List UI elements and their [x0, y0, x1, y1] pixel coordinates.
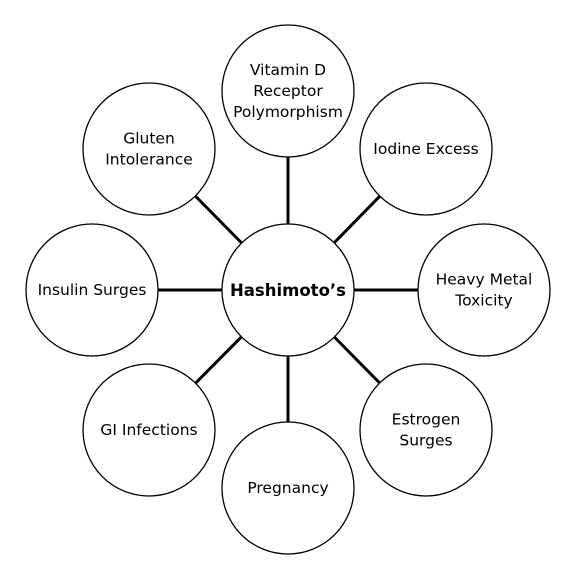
node-label: Vitamin D [250, 61, 326, 79]
node-label: Toxicity [454, 292, 512, 310]
node-label: Intolerance [105, 151, 193, 169]
node-circle [82, 363, 216, 497]
node-circle [82, 82, 216, 216]
center-node: Hashimoto’s [221, 223, 355, 357]
node-label: Gluten [123, 130, 175, 148]
connector-iodine [333, 195, 381, 244]
node-label: Pregnancy [247, 479, 328, 497]
node-iodine: Iodine Excess [359, 82, 493, 216]
node-circle [359, 363, 493, 497]
node-insulin: Insulin Surges [25, 223, 159, 357]
connector-gi-infections [194, 335, 243, 385]
node-circle [359, 82, 493, 216]
center-label: Hashimoto’s [230, 281, 346, 300]
node-label: Surges [399, 432, 452, 450]
node-label: Polymorphism [233, 103, 343, 121]
connector-estrogen [333, 335, 381, 385]
node-label: Heavy Metal [436, 271, 533, 289]
node-circle [221, 421, 355, 555]
node-gi-infections: GI Infections [82, 363, 216, 497]
connector-gluten [194, 194, 243, 245]
node-label: Iodine Excess [373, 140, 478, 158]
node-circle [417, 223, 551, 357]
node-label: Insulin Surges [38, 281, 147, 299]
node-label: Receptor [253, 82, 323, 100]
connector-lines [158, 157, 418, 422]
node-circle [221, 24, 355, 158]
node-pregnancy: Pregnancy [221, 421, 355, 555]
node-label: Estrogen [392, 411, 461, 429]
node-label: GI Infections [100, 421, 197, 439]
center-circle [221, 223, 355, 357]
node-circle [25, 223, 159, 357]
